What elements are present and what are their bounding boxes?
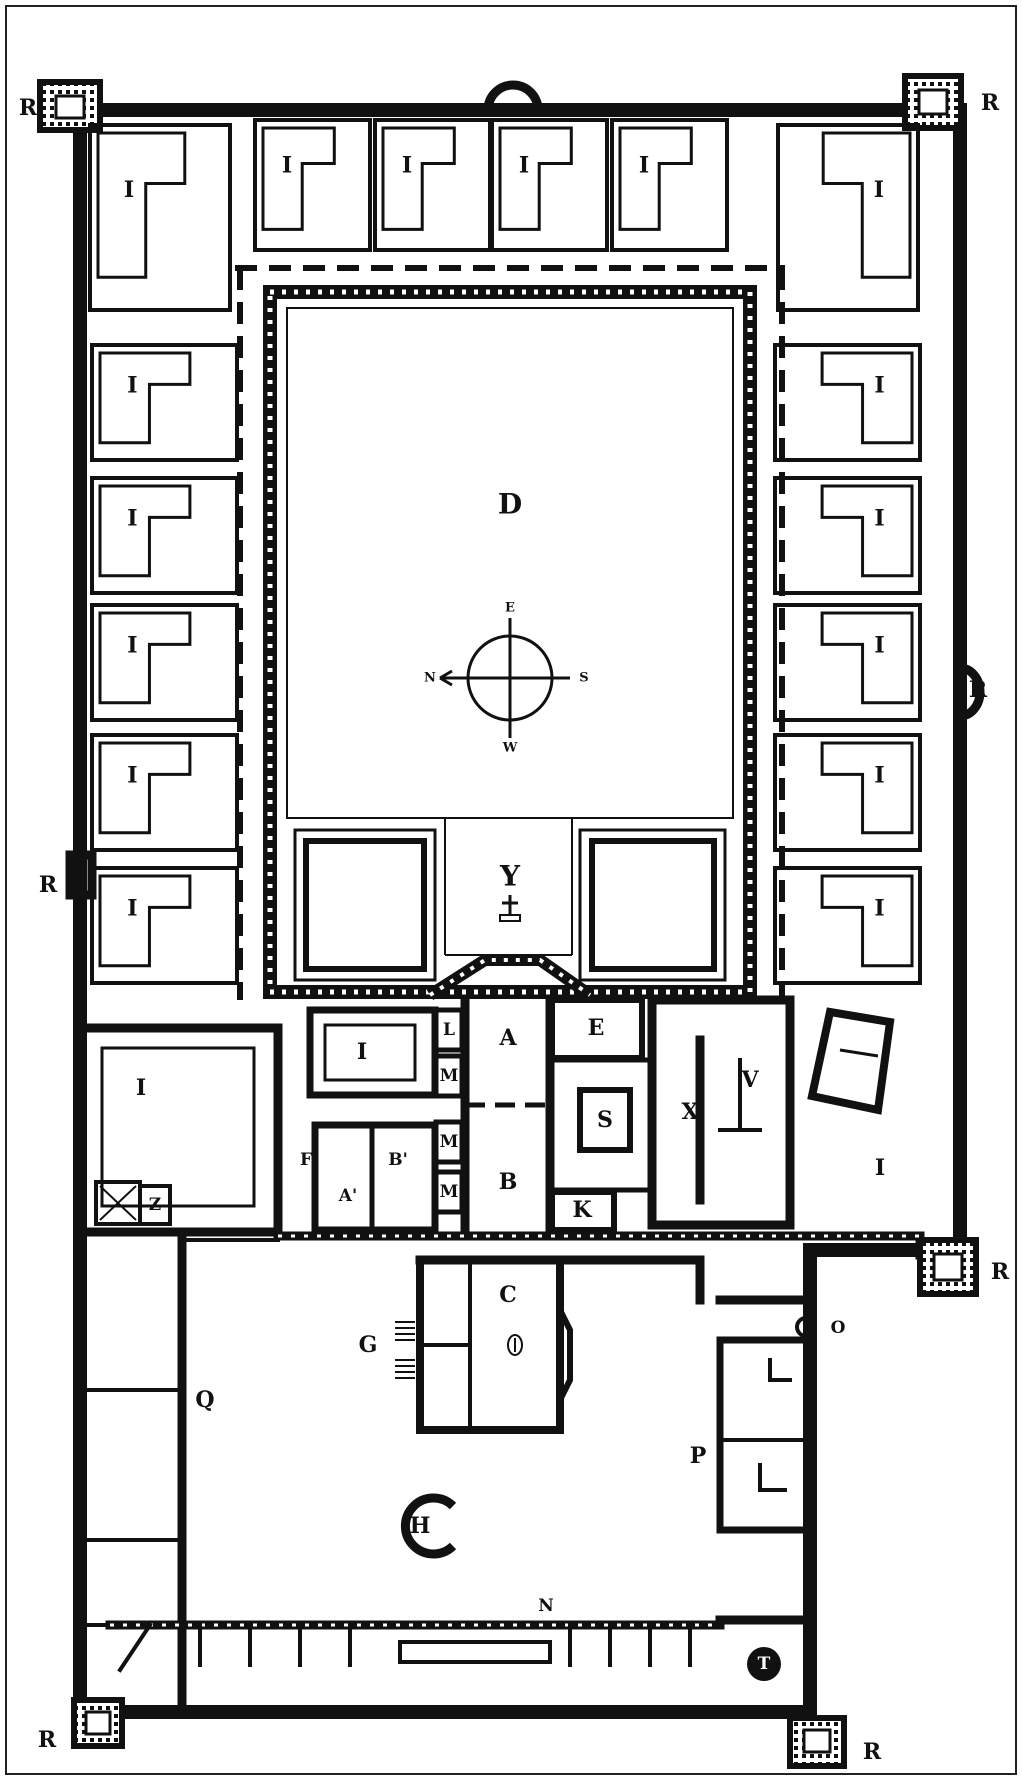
cell-label: I [874,177,884,203]
label-o: O [831,1318,846,1338]
cell-13: I [773,476,922,595]
cell-label: I [874,762,884,788]
cell-2: I [253,118,372,252]
cell-3: I [373,118,492,252]
cell-label: I [127,372,137,398]
label-e: E [588,1015,605,1041]
n-range-partitions [198,1623,692,1667]
label-tower-left-middle: R [39,872,58,898]
label-v: V [740,1067,759,1093]
compass-north-label: N [424,671,436,686]
compass-west-label: W [502,741,518,756]
label-court-d: D [498,488,522,521]
label-k: K [572,1197,592,1223]
label-tower-top-right: R [981,90,1000,116]
cell-label: I [639,153,649,179]
label-b-prime: B' [388,1150,408,1170]
label-x: X [681,1099,699,1125]
label-l: L [443,1020,455,1040]
compass-east-label: E [505,601,515,616]
label-tower-right-middle: R [969,677,988,703]
central-court [263,285,757,999]
stairs-g [395,1321,415,1379]
label-a-prime: A' [338,1186,357,1206]
label-s: S [597,1107,613,1133]
tower-bottom-right [787,1715,847,1769]
label-a: A [498,1025,517,1051]
cell-label: I [874,632,884,658]
cell-14: I [773,603,922,722]
label-g: G [359,1332,378,1358]
cells-group: I I I I I I I I I I I I I I I I [88,118,922,1000]
cell-label: I [874,372,884,398]
label-q: Q [195,1387,214,1413]
cell-6: I [776,123,920,312]
label-tower-right-lower: R [991,1259,1010,1285]
label-z: Z [149,1195,161,1215]
labels: D Y R R R R R R R A A' B B' C E F G H K … [19,90,1010,1765]
cell-4: I [490,118,609,252]
enclosure-wall [55,80,985,1747]
cell-16: I [773,866,922,985]
label-t: T [758,1654,771,1674]
paper-frame [5,5,1017,1775]
cell-label: I [127,895,137,921]
lower-buildings [75,995,925,1717]
cell-label: I [519,153,529,179]
tower-bottom-left [71,1697,125,1749]
compass-south-label: S [579,671,588,686]
label-m-3: M [440,1182,459,1202]
label-church-y: Y [499,860,521,893]
cell-label: I [127,505,137,531]
cell-label: I [127,632,137,658]
label-m-2: M [440,1132,459,1152]
cell-9: I [90,603,239,722]
label-c: C [499,1282,517,1308]
label-tower-top-left: R [19,95,38,121]
cell-5: I [610,118,729,252]
cell-label: I [874,895,884,921]
label-cell-lower-left: I [136,1075,146,1101]
label-f: F [300,1150,312,1170]
cell-label: I [874,505,884,531]
label-tower-bottom-left: R [38,1727,57,1753]
label-b: B [499,1169,518,1195]
cell-label: I [402,153,412,179]
cell-7: I [90,343,239,462]
cell-15: I [773,733,922,852]
cell-12: I [773,343,922,462]
label-cell-lower-right: I [875,1155,885,1181]
cell-1: I [88,123,232,312]
label-cell-small: I [357,1039,367,1065]
label-p: P [690,1443,707,1469]
label-n: N [538,1596,554,1616]
tower-top-right [902,73,964,131]
tower-right-middle [917,1237,979,1297]
label-m-1: M [440,1066,459,1086]
church-area [293,818,727,1001]
tower-top-left [37,79,103,133]
cell-label: I [282,153,292,179]
cell-11: I [90,866,239,985]
cell-label: I [127,762,137,788]
compass-rose: E W N S [424,601,589,756]
cell-8: I [90,476,239,595]
label-tower-bottom-right: R [863,1739,882,1765]
label-h: H [410,1513,431,1539]
cell-label: I [124,177,134,203]
cell-10: I [90,733,239,852]
